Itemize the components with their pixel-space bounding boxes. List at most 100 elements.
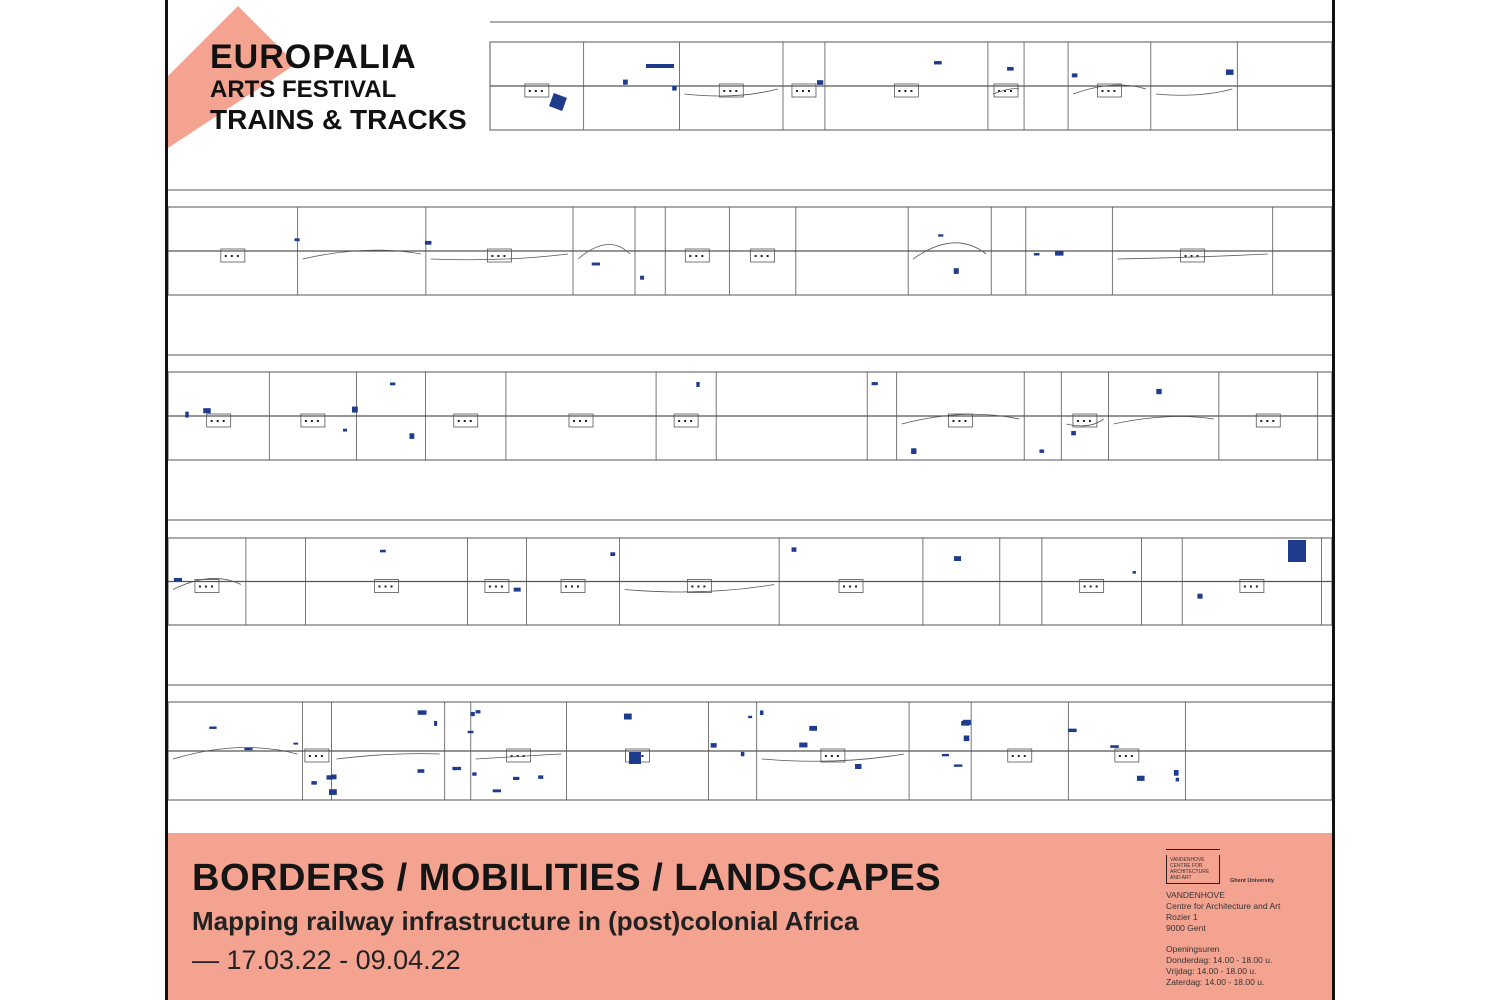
large-building (549, 93, 567, 111)
station-outline (524, 83, 550, 98)
station-building (452, 766, 462, 771)
station-outline (1097, 83, 1122, 98)
station-building (424, 240, 432, 245)
building-dot (1095, 585, 1098, 588)
building-dot (952, 420, 955, 422)
station-outline (1180, 248, 1205, 263)
station-building (640, 275, 644, 280)
station-outline (220, 248, 246, 263)
building-dot (801, 90, 804, 92)
station-outline (838, 579, 864, 593)
track-curve (624, 584, 775, 593)
station-building (453, 767, 457, 771)
station-building (513, 776, 520, 781)
building-dot (678, 420, 681, 422)
station-outline (820, 748, 846, 763)
station-building (710, 743, 717, 748)
building-dot (1260, 420, 1263, 422)
building-dot (1017, 755, 1020, 757)
station-building (672, 85, 677, 91)
venue-info: Vandenhove Centre for Architecture and A… (1166, 849, 1280, 988)
station-building (173, 577, 183, 582)
station-outline (894, 83, 919, 98)
building-dot (1113, 90, 1116, 92)
exhibition-title: BORDERS / MOBILITIES / LANDSCAPES (192, 857, 942, 899)
station-building (470, 711, 475, 717)
station-building (961, 720, 970, 726)
hours-thursday: Donderdag: 14.00 - 18.00 u. (1166, 955, 1273, 965)
building-dot (843, 585, 846, 588)
building-dot (320, 755, 323, 757)
station-outline (560, 579, 586, 593)
building-dot (469, 420, 472, 422)
track-curve (912, 242, 987, 260)
building-dot (304, 420, 307, 422)
station-outline (1255, 413, 1281, 428)
station-building (417, 710, 427, 715)
track-curve (684, 88, 779, 97)
station-building (759, 710, 764, 715)
building-dot (1088, 420, 1091, 422)
venue-name: VANDENHOVE (1166, 890, 1225, 900)
building-dot (910, 90, 913, 92)
building-dot (689, 255, 692, 257)
building-dot (1184, 255, 1187, 257)
station-building (1197, 593, 1203, 599)
track-curve (992, 88, 1020, 95)
building-dot (316, 420, 319, 422)
building-dot (384, 585, 387, 588)
strip-frame (168, 206, 1332, 296)
station-building (1225, 69, 1234, 75)
europalia-logo: EUROPALIA ARTS FESTIVAL TRAINS & TRACKS (210, 40, 467, 134)
strip-frame (168, 537, 1332, 626)
building-dot (204, 585, 207, 588)
building-dot (1272, 420, 1275, 422)
building-dot (830, 755, 833, 757)
building-dot (573, 420, 576, 422)
station-building (953, 764, 963, 767)
building-dot (198, 585, 201, 588)
building-dot (964, 420, 967, 422)
strip-frame (168, 371, 1332, 461)
building-dot (735, 90, 738, 92)
building-dot (308, 755, 311, 757)
station-building (244, 747, 253, 751)
station-building (343, 428, 348, 432)
station-building (467, 730, 474, 734)
station-building (816, 80, 824, 85)
station-building (326, 775, 333, 780)
station-building (294, 238, 300, 242)
station-outline (374, 579, 399, 593)
building-dot (516, 755, 519, 757)
track-curve (1072, 84, 1146, 95)
station-building (1071, 73, 1078, 78)
logo-line-3: TRAINS & TRACKS (210, 104, 467, 135)
building-dot (695, 255, 698, 257)
building-dot (760, 255, 763, 257)
hours-friday: Vrijdag: 14.00 - 18.00 u. (1166, 966, 1257, 976)
station-building (1173, 769, 1179, 776)
building-dot (579, 420, 582, 422)
ghent-university-logo: Ghent University (1230, 878, 1275, 884)
station-building (623, 713, 632, 720)
station-building (1156, 388, 1162, 395)
station-building (911, 448, 917, 455)
building-dot (1243, 585, 1246, 588)
building-dot (1076, 420, 1079, 422)
station-building (591, 262, 600, 266)
building-dot (463, 420, 466, 422)
building-dot (1196, 255, 1199, 257)
building-dot (1011, 755, 1014, 757)
station-building (329, 789, 337, 795)
station-building (330, 774, 337, 780)
station-outline (194, 579, 220, 593)
station-building (293, 742, 299, 745)
building-dot (1083, 585, 1086, 588)
station-building (379, 549, 386, 553)
station-building (1132, 571, 1137, 574)
station-building (1136, 775, 1145, 781)
venue-street: Rozier 1 (1166, 912, 1198, 922)
building-dot (691, 585, 694, 588)
track-curve (1066, 418, 1104, 427)
station-building (610, 552, 616, 556)
